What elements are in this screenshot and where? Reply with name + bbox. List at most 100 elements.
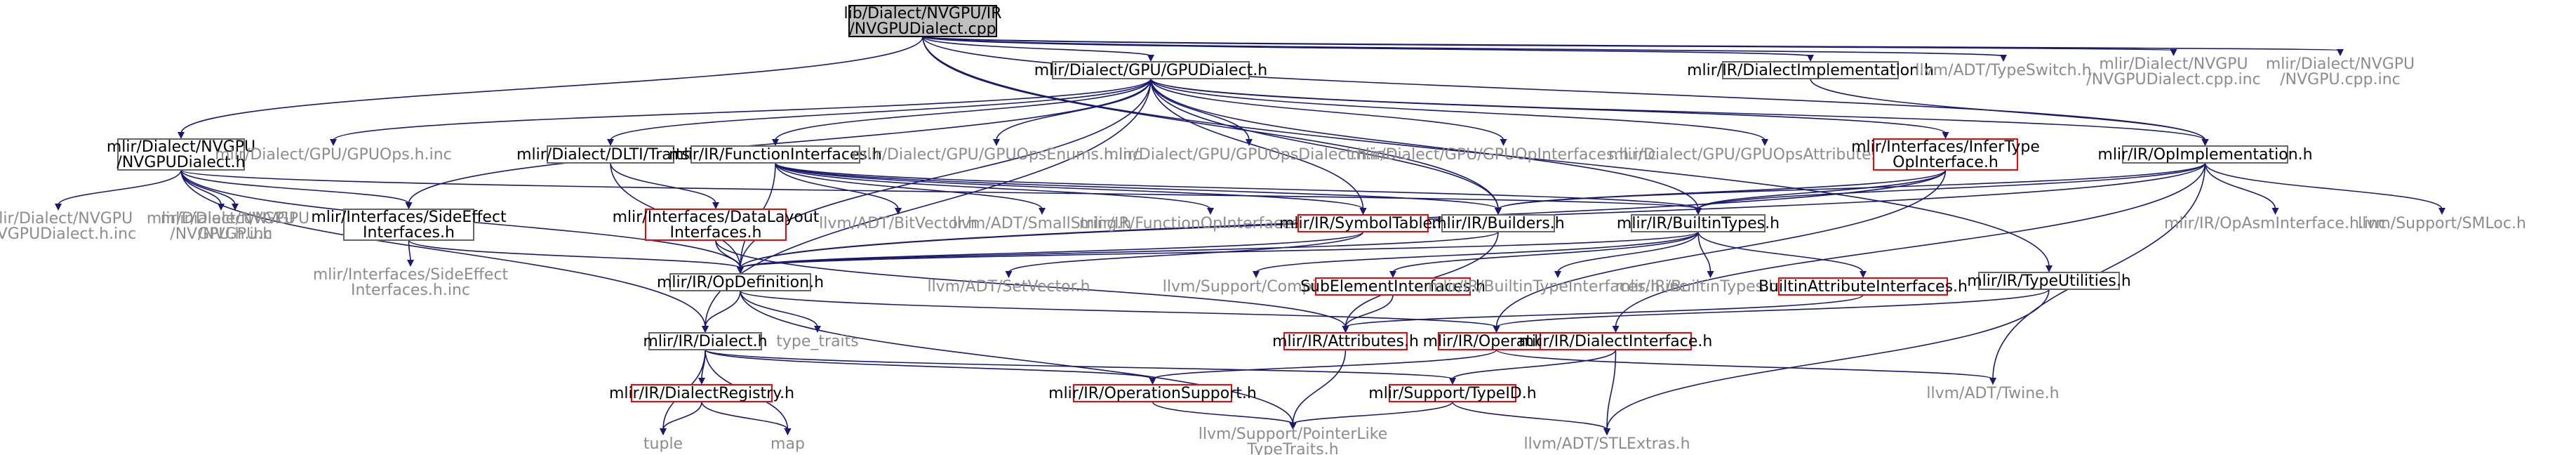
edge-arrowhead [993, 139, 1000, 146]
node-label: mlir/IR/FunctionInterfaces.h [669, 146, 882, 164]
edge-arrowhead [1449, 378, 1456, 385]
node-root[interactable]: lib/Dialect/NVGPU/IR/NVGPUDialect.cpp [843, 5, 1002, 38]
node-symboltable[interactable]: mlir/IR/SymbolTable.h [1279, 214, 1447, 232]
dependency-edge [1292, 349, 1347, 425]
node-funcifaces[interactable]: mlir/IR/FunctionInterfaces.h [669, 145, 882, 164]
edge-arrowhead [2201, 139, 2209, 146]
node-label: mlir/Interfaces/InferType [1851, 138, 2040, 156]
node-nvgpu-h: mlir/Dialect/NVGPU/NVGPU.h [161, 210, 309, 243]
edge-arrowhead [702, 326, 709, 333]
node-label: mlir/IR/OperationSupport.h [1048, 385, 1257, 402]
node-builtinattrifaces[interactable]: BuiltinAttributeInterfaces.h [1759, 277, 1968, 296]
node-opdefinition[interactable]: mlir/IR/OpDefinition.h [657, 273, 824, 291]
edge-arrowhead [2170, 49, 2177, 56]
node-box [1722, 61, 1899, 79]
dependency-edge [775, 78, 1152, 141]
edge-arrowhead [2337, 49, 2344, 56]
edge-arrowhead [232, 204, 239, 211]
node-label: mlir/Dialect/NVGPU [2266, 55, 2415, 73]
node-typeswitch: llvm/ADT/TypeSwitch.h [1915, 62, 2091, 79]
dependency-edge [408, 239, 741, 269]
node-label: /NVGPU.cpp.inc [2280, 71, 2401, 88]
node-box [645, 209, 787, 241]
node-gpudialect[interactable]: mlir/Dialect/GPU/GPUDialect.h [1034, 61, 1268, 79]
node-stlextras: llvm/ADT/STLExtras.h [1523, 435, 1690, 453]
dependency-edge [1150, 78, 1250, 141]
dependency-edge [775, 162, 1699, 210]
node-box [1631, 214, 1766, 232]
node-smallstring: llvm/ADT/SmallString.h [953, 215, 1132, 232]
node-opasmiface: mlir/IR/OpAsmInterface.h.inc [2164, 215, 2387, 232]
dependency-edge [775, 162, 899, 210]
node-box [117, 138, 245, 171]
node-gpuops-inc: mlir/Dialect/GPU/GPUOps.h.inc [215, 146, 452, 164]
dependency-edge [705, 349, 1154, 380]
edge-arrowhead [772, 139, 779, 146]
node-setvector: llvm/ADT/SetVector.h [927, 278, 1090, 296]
node-builtintypes[interactable]: mlir/IR/BuiltinTypes.h [1617, 214, 1780, 232]
edge-arrowhead [55, 204, 62, 211]
edge-arrowhead [1942, 132, 1949, 139]
edge-arrowhead [1253, 271, 1260, 278]
node-label: OpInterface.h [1893, 154, 1998, 171]
node-subelement[interactable]: SubElementInterfaces.h [1300, 277, 1486, 296]
edge-arrowhead [1246, 139, 1253, 146]
node-label: llvm/Support/SMLoc.h [2358, 215, 2526, 232]
node-dialectregistry[interactable]: mlir/IR/DialectRegistry.h [609, 384, 794, 402]
node-opsupport[interactable]: mlir/IR/OperationSupport.h [1048, 384, 1257, 402]
node-label: mlir/Interfaces/SideEffect [313, 266, 509, 284]
edge-arrowhead [1603, 428, 1610, 435]
node-dialectimpl[interactable]: mlir/IR/DialectImplementation.h [1687, 61, 1934, 79]
node-typeid[interactable]: mlir/Support/TypeID.h [1368, 384, 1537, 402]
edge-arrowhead [1389, 271, 1396, 278]
node-nvgpu-h-inc: mlir/Dialect/NVGPU/NVGPU.h.inc [147, 210, 295, 243]
edge-arrowhead [1761, 139, 1768, 146]
node-attributes[interactable]: mlir/IR/Attributes.h [1272, 332, 1419, 350]
edge-arrowhead [1989, 378, 1996, 385]
node-nvgpudialect-h[interactable]: mlir/Dialect/NVGPU/NVGPUDialect.h [107, 138, 255, 171]
dependency-edge [775, 162, 1364, 210]
node-box [1873, 138, 2018, 171]
edge-arrowhead [178, 132, 185, 139]
node-box [2122, 145, 2288, 164]
dependency-edge [705, 290, 741, 328]
dependency-edge [740, 290, 1294, 425]
node-label: mlir/Support/TypeID.h [1368, 385, 1536, 402]
node-label: mlir/IR/DialectImplementation.h [1687, 62, 1934, 79]
node-sideeffect-inc: mlir/Interfaces/SideEffectInterfaces.h.i… [313, 266, 509, 299]
node-gpuopsenums: mlir/Dialect/GPU/GPUOpsEnums.h.inc [852, 146, 1141, 164]
graph-edges [55, 36, 2445, 435]
node-label: /NVGPUDialect.cpp [849, 20, 996, 38]
dependency-edge [1606, 349, 1617, 430]
node-builders[interactable]: mlir/IR/Builders.h [1432, 214, 1565, 232]
dependency-edge [740, 231, 1364, 269]
dependency-edge [1810, 78, 2206, 141]
dependency-edge [1495, 169, 1947, 328]
node-label: mlir/Dialect/NVGPU [107, 138, 255, 156]
node-label: Interfaces.h [670, 224, 762, 242]
dependency-edge [408, 239, 411, 262]
node-typeutils[interactable]: mlir/IR/TypeUtilities.h [1967, 272, 2131, 290]
node-label: mlir/IR/TypeUtilities.h [1967, 272, 2131, 290]
edge-arrowhead [784, 428, 792, 435]
node-opimpl[interactable]: mlir/IR/OpImplementation.h [2097, 145, 2313, 164]
dependency-edge [740, 231, 1699, 269]
node-dialectiface[interactable]: mlir/IR/DialectInterface.h [1519, 332, 1713, 350]
dependency-edge [775, 162, 1499, 210]
graph-nodes: lib/Dialect/NVGPU/IR/NVGPUDialect.cpp mli… [0, 5, 2526, 455]
node-label: Interfaces.h [363, 224, 455, 242]
dependency-edge [1150, 78, 1699, 210]
node-dlti[interactable]: mlir/Dialect/DLTI/Traits.h [516, 145, 705, 164]
dependency-edge [1292, 401, 1453, 425]
node-label: llvm/ADT/BitVector.h [819, 215, 977, 232]
edge-arrowhead [660, 428, 667, 435]
dependency-edge [1392, 231, 1699, 273]
edge-arrowhead [1707, 271, 1714, 278]
node-label: llvm/Support/PointerLike [1199, 426, 1388, 443]
dependency-edge [715, 239, 1347, 328]
node-dialect[interactable]: mlir/IR/Dialect.h [643, 332, 768, 350]
dependency-edge [922, 36, 2004, 57]
